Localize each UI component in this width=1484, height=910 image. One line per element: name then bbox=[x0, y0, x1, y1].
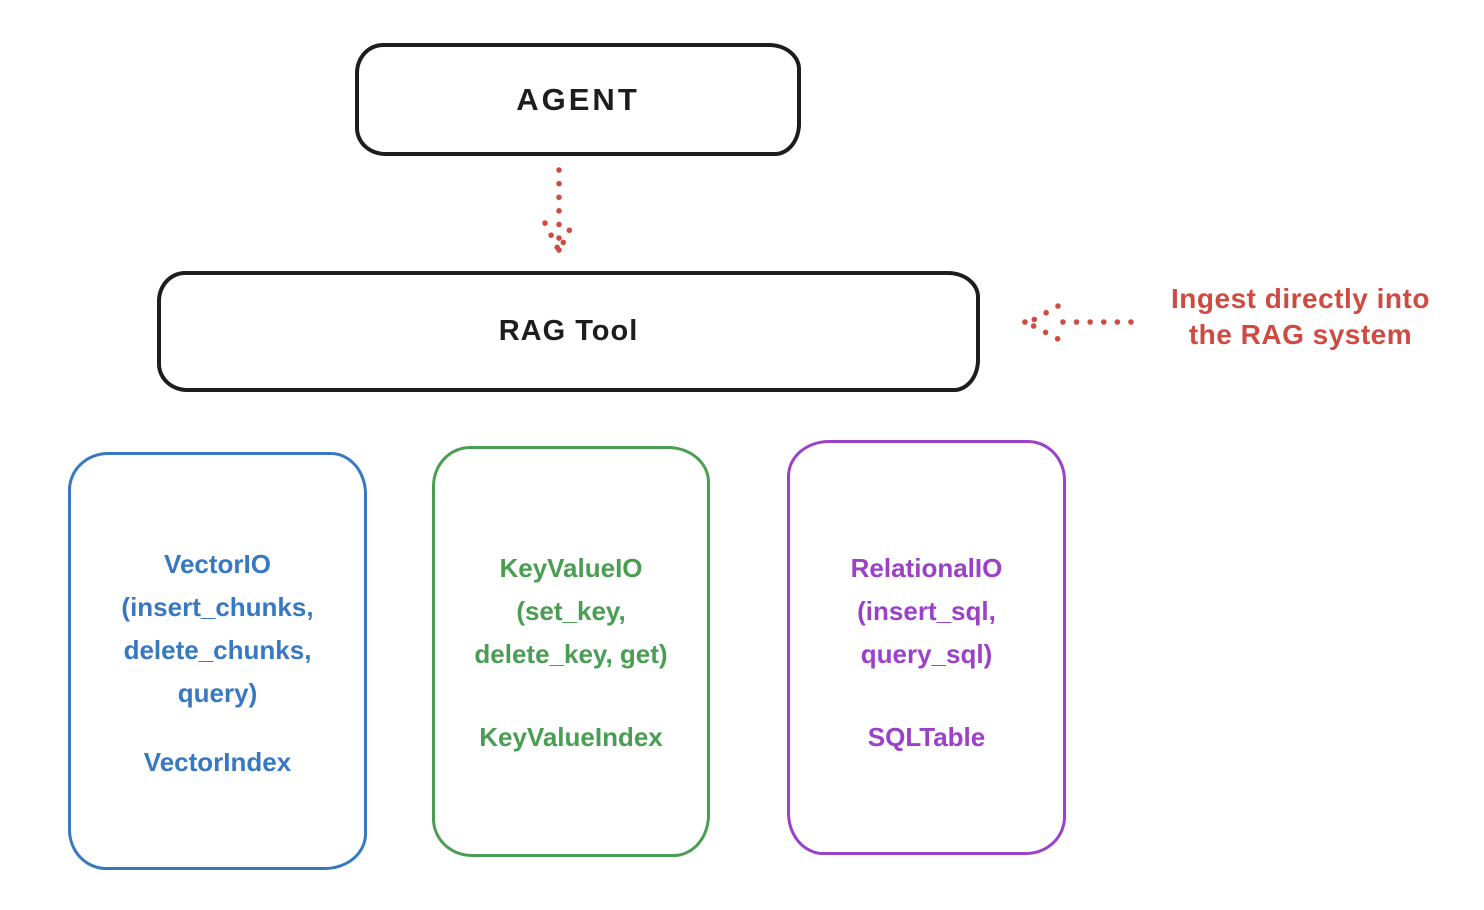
rag-tool-label: RAG Tool bbox=[498, 315, 639, 347]
rag-tool-node[interactable]: RAG Tool bbox=[157, 271, 980, 392]
vector-io-line: delete_chunks, bbox=[123, 635, 312, 665]
vector-io-line: query) bbox=[177, 678, 258, 708]
agent-to-rag-arrow[interactable] bbox=[542, 167, 576, 259]
vector-io-line: VectorIO bbox=[164, 549, 271, 579]
keyvalue-io-line: delete_key, get) bbox=[474, 639, 668, 669]
annotation-arrow[interactable] bbox=[1019, 303, 1134, 343]
relational-io-line: RelationalIO bbox=[850, 553, 1003, 583]
annotation-line-2: the RAG system bbox=[1188, 319, 1413, 350]
annotation-line-1: Ingest directly into bbox=[1171, 283, 1430, 314]
annotation-arrowhead-icon bbox=[1022, 303, 1063, 343]
keyvalue-io-line: (set_key, bbox=[516, 596, 626, 626]
sql-table-label: SQLTable bbox=[867, 722, 986, 752]
vector-io-line: (insert_chunks, bbox=[121, 592, 314, 622]
vector-io-node[interactable]: VectorIO (insert_chunks, delete_chunks, … bbox=[68, 452, 367, 870]
agent-node[interactable]: AGENT bbox=[355, 43, 801, 156]
vector-io-lines: VectorIO (insert_chunks, delete_chunks, … bbox=[71, 543, 364, 715]
agent-label: AGENT bbox=[516, 81, 640, 117]
relational-io-line: (insert_sql, bbox=[857, 596, 996, 626]
keyvalue-index-label: KeyValueIndex bbox=[479, 722, 663, 752]
annotation-text: Ingest directly into the RAG system bbox=[1128, 281, 1473, 353]
relational-io-lines: RelationalIO (insert_sql, query_sql) bbox=[790, 547, 1063, 676]
keyvalue-io-node[interactable]: KeyValueIO (set_key, delete_key, get) Ke… bbox=[432, 446, 710, 857]
keyvalue-io-line: KeyValueIO bbox=[499, 553, 643, 583]
relational-io-line: query_sql) bbox=[860, 639, 993, 669]
agent-to-rag-arrowhead-icon bbox=[542, 220, 576, 258]
vector-index-label: VectorIndex bbox=[143, 747, 292, 777]
keyvalue-io-lines: KeyValueIO (set_key, delete_key, get) bbox=[435, 547, 707, 676]
relational-io-node[interactable]: RelationalIO (insert_sql, query_sql) SQL… bbox=[787, 440, 1066, 855]
